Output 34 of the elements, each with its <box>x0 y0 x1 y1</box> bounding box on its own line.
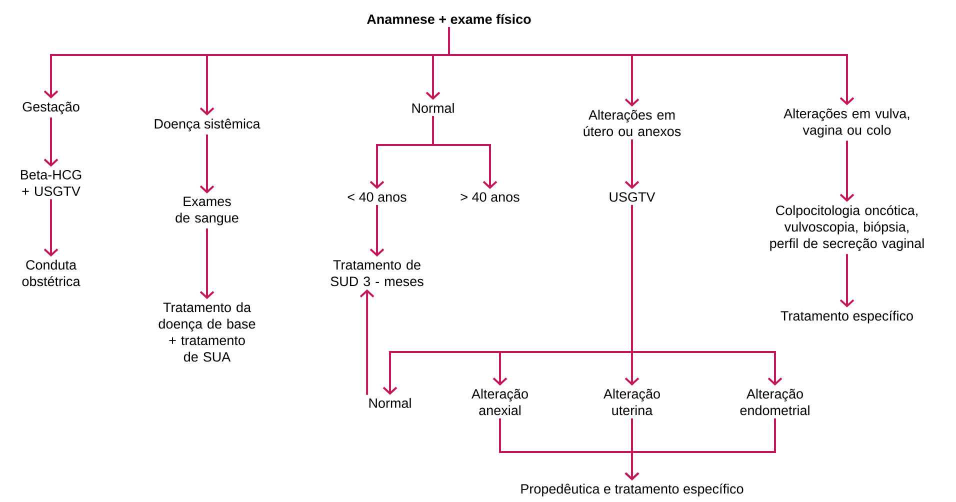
flow-step-text: Normal <box>369 398 411 408</box>
flow-step-text: Exames de sangue <box>176 196 238 226</box>
flow-step-text: Alterações em vulva, vagina ou colo <box>784 108 910 138</box>
arrow <box>200 228 214 300</box>
flow-step-text: < 40 anos <box>348 192 406 202</box>
arrow <box>624 139 640 189</box>
flow-step-text: > 40 anos <box>460 192 520 202</box>
flow-step-text: Alteração uterina <box>604 388 660 416</box>
flow-step-text: Anamnese + exame físico <box>366 14 531 24</box>
arrow <box>840 254 854 308</box>
arrow <box>624 418 776 480</box>
flow-step-text: Alterações em útero ou anexos <box>584 110 681 136</box>
arrow <box>432 116 498 189</box>
arrow <box>44 199 58 257</box>
arrow <box>370 204 384 257</box>
arrow <box>448 27 854 106</box>
flow-step-text: Tratamento de SUD 3 - meses <box>330 260 424 286</box>
flow-step-text: Gestação <box>22 102 80 114</box>
arrow <box>44 117 58 167</box>
flow-step-text: Normal <box>412 103 454 113</box>
flow-step-text: Tratamento da doença de base + tratamento de SUA <box>158 302 256 362</box>
arrow <box>200 134 214 194</box>
flow-step-text: Beta-HCG + USGTV <box>21 170 82 196</box>
flow-step-text: Tratamento específico <box>780 310 913 324</box>
arrow <box>360 289 374 395</box>
flow-step-text: Conduta obstétrica <box>22 260 80 286</box>
flow-step-text: Doença sistêmica <box>154 118 260 132</box>
flow-step-text: Alteração endometrial <box>740 388 810 416</box>
flow-step-text: Alteração anexial <box>472 388 528 416</box>
arrow <box>840 140 854 202</box>
flow-step-text: Colpocitologia oncótica, vulvoscopia, biópsia, perfil de secreção vaginal <box>770 205 924 251</box>
flow-step-text: USGTV <box>610 192 656 202</box>
flow-step-text: Propedêutica e tratamento específico <box>521 484 744 496</box>
arrow <box>631 204 782 386</box>
